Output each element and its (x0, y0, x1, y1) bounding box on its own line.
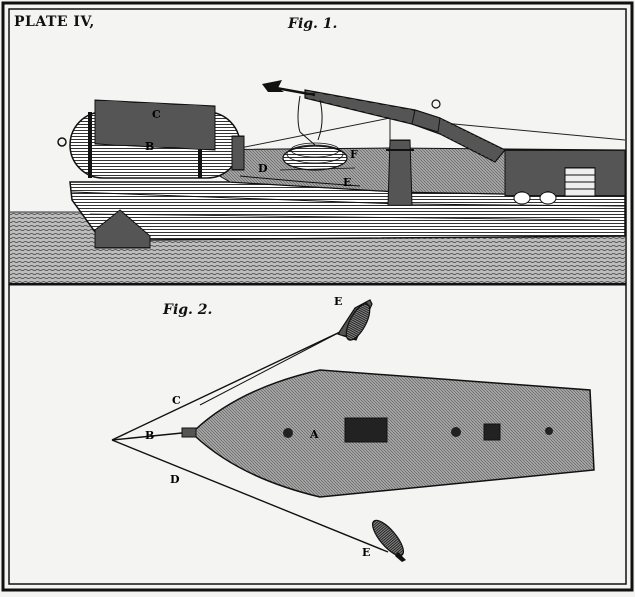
line-d (111, 439, 389, 553)
harpoon-head (262, 80, 284, 92)
cask-cover (94, 99, 216, 151)
fig2-label-c: C (172, 394, 181, 407)
fig2-label-d: D (170, 473, 180, 486)
fig1-label-f: F (350, 148, 358, 161)
line-b (111, 432, 183, 441)
hatch-small (483, 423, 501, 441)
inner-frame (8, 8, 627, 585)
fig1-label-b: B (145, 140, 154, 153)
hole-3 (545, 427, 553, 435)
fig1-labels: C B D F E (145, 108, 358, 189)
float-top (337, 299, 373, 341)
line-c (111, 331, 341, 441)
fig1-label-e: E (343, 176, 351, 189)
fig2-label-e-bottom: E (362, 546, 370, 559)
float-bottom (371, 519, 406, 562)
rope-coil (282, 145, 348, 171)
gun-mount (387, 139, 413, 206)
fig2-label-b: B (145, 429, 154, 442)
fig1-label-c: C (152, 108, 161, 121)
fig2-label-a: A (309, 428, 319, 441)
hole-2 (451, 427, 461, 437)
hole-1 (283, 428, 293, 438)
raft-plan (194, 369, 595, 498)
fig2-label-e-top: E (334, 295, 342, 308)
hatch-large (344, 417, 388, 443)
fig1-title: Fig. 1. (288, 16, 338, 32)
prow-keel (94, 209, 151, 249)
plate-title: PLATE IV, (14, 14, 95, 30)
fig2-labels: E C B A D E (145, 295, 370, 559)
fig2-title: Fig. 2. (163, 302, 213, 318)
fig2-scene (111, 299, 595, 562)
fig1-scene (10, 80, 626, 283)
fig1-label-d: D (258, 162, 268, 175)
